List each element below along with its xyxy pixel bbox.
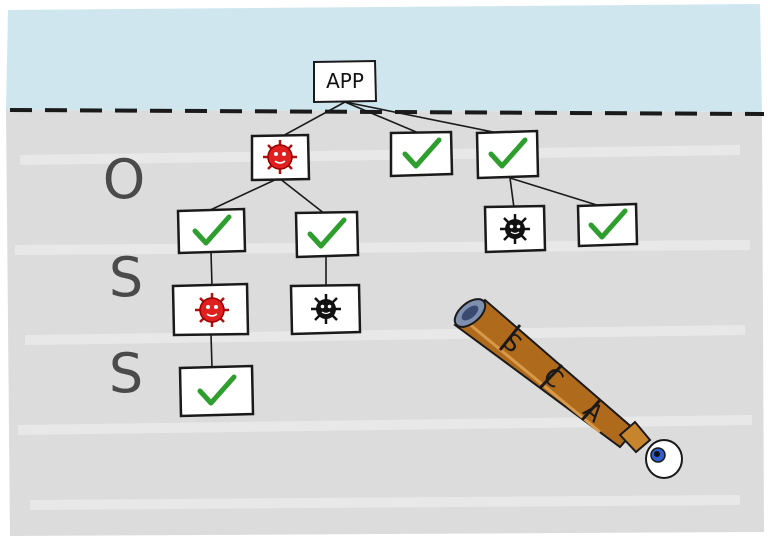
node-dep-1-1-1 <box>171 282 250 337</box>
node-dep-1-1-1-1 <box>178 364 255 418</box>
edge-dep-1-dep-1-1 <box>205 177 280 213</box>
edge-dep-1-dep-1-2 <box>278 177 326 215</box>
node-dep-1-2-1 <box>289 283 362 336</box>
virus-black-icon <box>498 212 532 246</box>
edge-dep-3-dep-3-1 <box>509 177 515 209</box>
node-dep-1-1 <box>176 207 247 255</box>
node-dep-3 <box>475 129 540 180</box>
node-dep-3-2 <box>576 202 639 248</box>
app-node: APP <box>313 59 378 104</box>
oss-letters: O S S <box>103 148 146 405</box>
edge-app-dep-2 <box>344 101 422 135</box>
node-dep-2 <box>389 130 454 178</box>
edge-dep-1-1-dep-1-1-1 <box>210 251 213 287</box>
virus-red-icon <box>193 291 231 329</box>
node-dep-1-2 <box>294 210 360 259</box>
sky-band <box>6 4 762 112</box>
eye-icon <box>645 439 683 479</box>
telescope-icon: S C A <box>453 298 652 454</box>
oss-letter-s1: S <box>109 246 143 309</box>
node-dep-3-1 <box>483 204 547 254</box>
oss-letter-s2: S <box>109 342 143 405</box>
marker-texture <box>14 145 753 510</box>
virus-red-icon <box>261 138 299 176</box>
oss-letter-o: O <box>103 148 146 211</box>
edge-dep-3-dep-3-2 <box>509 177 601 207</box>
app-label: APP <box>326 69 364 93</box>
node-dep-1 <box>250 133 311 182</box>
dependency-edges <box>205 101 601 369</box>
boundary-dashed-line <box>9 108 765 116</box>
edge-app-dep-1 <box>278 101 346 139</box>
virus-black-icon <box>309 292 343 326</box>
edge-app-dep-3 <box>344 101 504 135</box>
edge-dep-1-1-1-dep-1-1-1-1 <box>210 333 213 369</box>
